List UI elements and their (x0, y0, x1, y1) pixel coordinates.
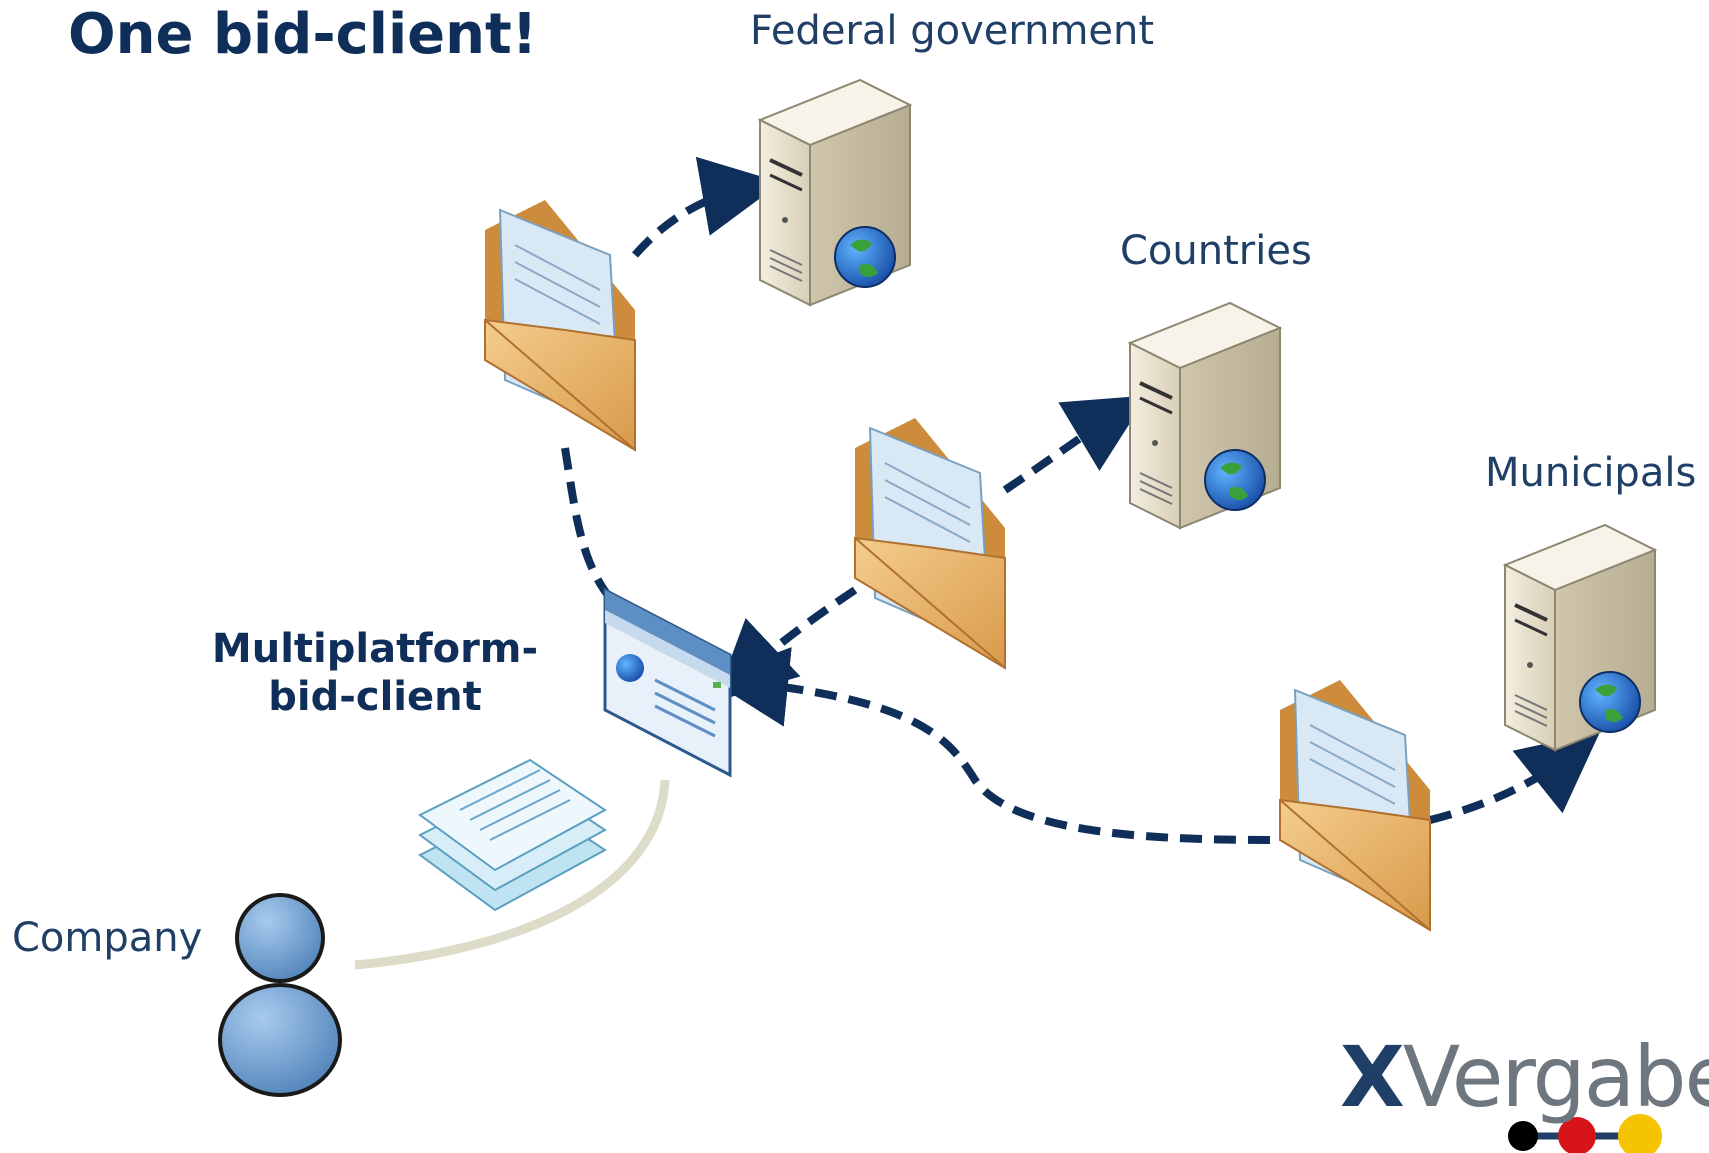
arrow-envelope1-to-client (561, 447, 614, 601)
municipals-label: Municipals (1485, 450, 1697, 496)
logo-dots (1508, 1114, 1662, 1153)
envelope-icon (1279, 680, 1431, 932)
client-label-line2: bid-client (268, 674, 482, 720)
documents-icon (418, 758, 607, 912)
arrow-envelope2-to-client (714, 586, 858, 702)
server-icon (1127, 301, 1283, 530)
envelope-icon (854, 418, 1006, 670)
federal-government-label: Federal government (750, 8, 1155, 54)
page-title: One bid-client! (68, 2, 538, 67)
envelope-icon (484, 200, 636, 452)
globe-icon (1579, 671, 1641, 733)
person-icon (218, 893, 342, 1097)
xvergabe-logo: XVergabe (1340, 1028, 1709, 1126)
countries-label: Countries (1120, 228, 1312, 274)
client-window-icon (603, 587, 732, 778)
logo-rest: Vergabe (1402, 1028, 1709, 1126)
arrow-to-countries (1002, 395, 1148, 494)
logo-x: X (1340, 1028, 1405, 1126)
arrow-to-federal (631, 156, 782, 258)
multiplatform-client-label: Multiplatform- bid-client (205, 625, 545, 721)
globe-icon (1204, 449, 1266, 511)
client-label-line1: Multiplatform- (211, 626, 539, 672)
company-label: Company (12, 915, 203, 961)
arrow-to-municipals (1429, 732, 1600, 824)
company-connector (354, 779, 670, 970)
globe-icon (834, 226, 896, 288)
server-icon (757, 78, 913, 307)
server-icon (1502, 523, 1658, 752)
arrow-envelope3-to-client (708, 646, 1271, 844)
